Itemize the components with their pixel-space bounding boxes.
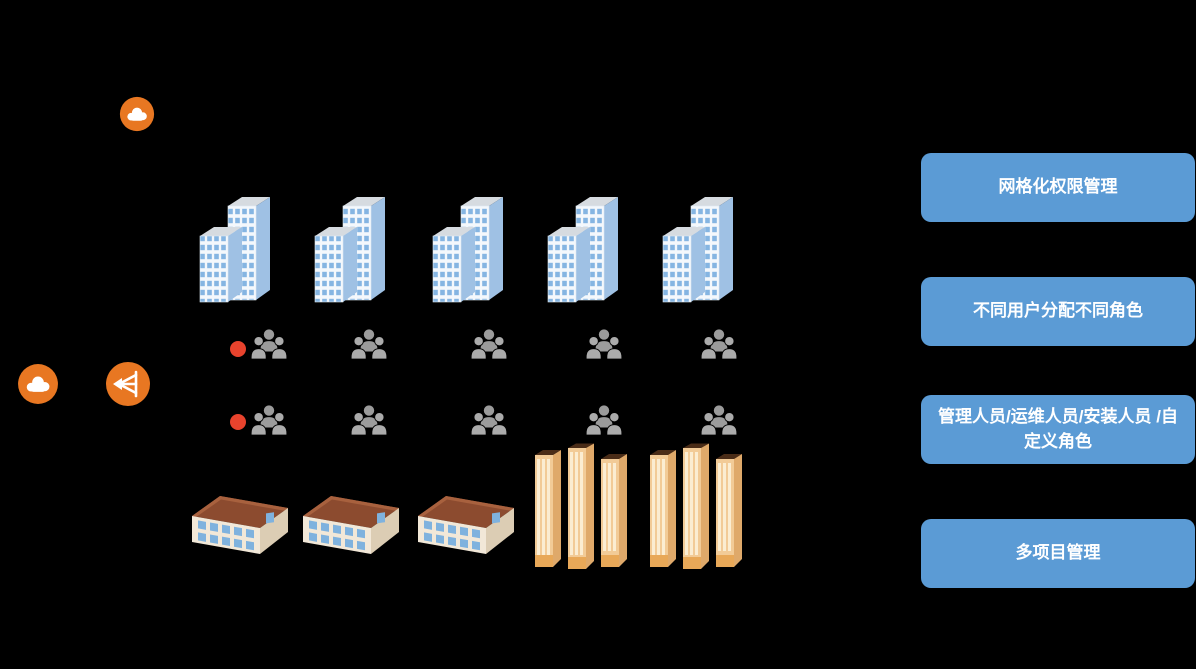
- hub-arrow-icon: [105, 361, 151, 407]
- callout-label: 网格化权限管理: [998, 177, 1118, 197]
- user-group-icon: [583, 328, 625, 360]
- alert-dot: [230, 414, 246, 430]
- office-buildings-icon: [192, 180, 282, 322]
- house-building-icon: [416, 486, 516, 558]
- user-group-icon: [248, 328, 290, 360]
- cloud-icon-left: [17, 363, 59, 405]
- user-group-icon: [468, 404, 510, 436]
- callout-multi-project: 多项目管理: [921, 519, 1195, 588]
- user-group-icon: [583, 404, 625, 436]
- callout-label: 管理人员/运维人员/安装人员 /自定义角色: [938, 406, 1178, 451]
- callout-role-types: 管理人员/运维人员/安装人员 /自定义角色: [921, 395, 1195, 464]
- tan-towers-icon: [533, 443, 633, 581]
- user-group-icon: [248, 404, 290, 436]
- office-buildings-icon: [425, 180, 515, 322]
- callout-grid-permission: 网格化权限管理: [921, 153, 1195, 222]
- cloud-icon-top: [119, 96, 155, 132]
- user-group-icon: [698, 328, 740, 360]
- alert-dot: [230, 341, 246, 357]
- house-building-icon: [190, 486, 290, 558]
- user-group-icon: [348, 328, 390, 360]
- office-buildings-icon: [540, 180, 630, 322]
- office-buildings-icon: [307, 180, 397, 322]
- house-building-icon: [301, 486, 401, 558]
- office-buildings-icon: [655, 180, 745, 322]
- user-group-icon: [698, 404, 740, 436]
- user-group-icon: [348, 404, 390, 436]
- callout-role-assignment: 不同用户分配不同角色: [921, 277, 1195, 346]
- callout-label: 不同用户分配不同角色: [973, 301, 1143, 321]
- user-group-icon: [468, 328, 510, 360]
- callout-label: 多项目管理: [1015, 543, 1101, 563]
- tan-towers-icon: [648, 443, 748, 581]
